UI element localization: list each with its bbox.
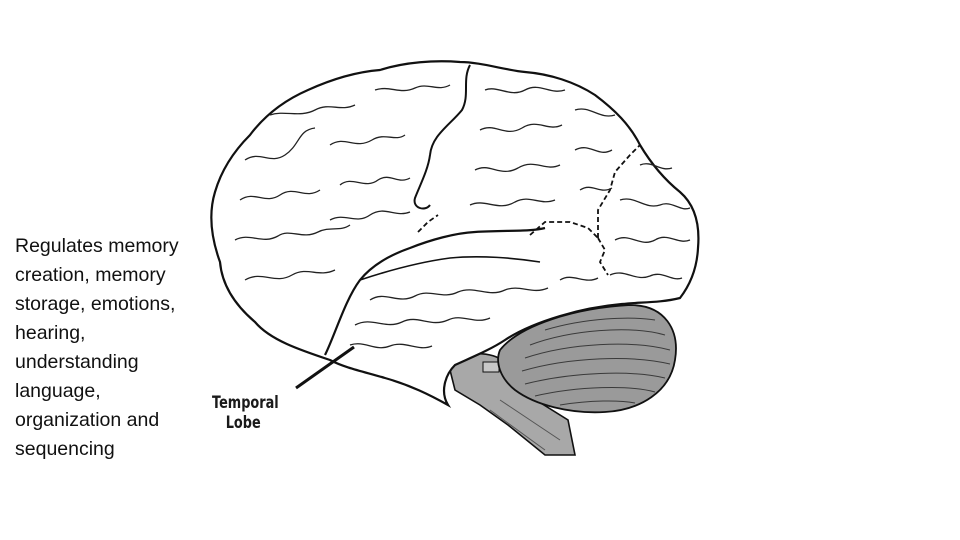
description-line: sequencing bbox=[15, 438, 115, 460]
central-sulcus bbox=[413, 64, 471, 210]
lobe-boundaries bbox=[417, 144, 641, 276]
description-line: organization and bbox=[15, 409, 160, 431]
temporal-lobe-label: Temporal Lobe bbox=[212, 393, 279, 433]
brain-illustration bbox=[210, 60, 700, 456]
temporal-lobe-upper-edge bbox=[359, 255, 541, 281]
label-line-2: Lobe bbox=[225, 413, 261, 432]
brainstem-line bbox=[489, 409, 546, 451]
label-pointer-line bbox=[295, 345, 355, 390]
label-line-1: Temporal bbox=[212, 393, 279, 412]
description-line: hearing, bbox=[15, 322, 86, 344]
description-line: Regulates memory bbox=[15, 235, 179, 257]
lateral-fissure bbox=[324, 226, 546, 356]
brainstem-detail bbox=[482, 361, 500, 373]
cerebellum-folia bbox=[521, 317, 671, 406]
description-line: storage, emotions, bbox=[15, 293, 176, 315]
description-line: understanding bbox=[15, 351, 139, 373]
cerebrum-outline bbox=[210, 60, 700, 408]
description-line: language, bbox=[15, 380, 101, 402]
brainstem-line bbox=[499, 399, 561, 441]
cerebral-gyri bbox=[234, 84, 691, 349]
temporal-lobe-description: Regulates memory creation, memory storag… bbox=[15, 232, 215, 464]
description-line: creation, memory bbox=[15, 264, 166, 286]
